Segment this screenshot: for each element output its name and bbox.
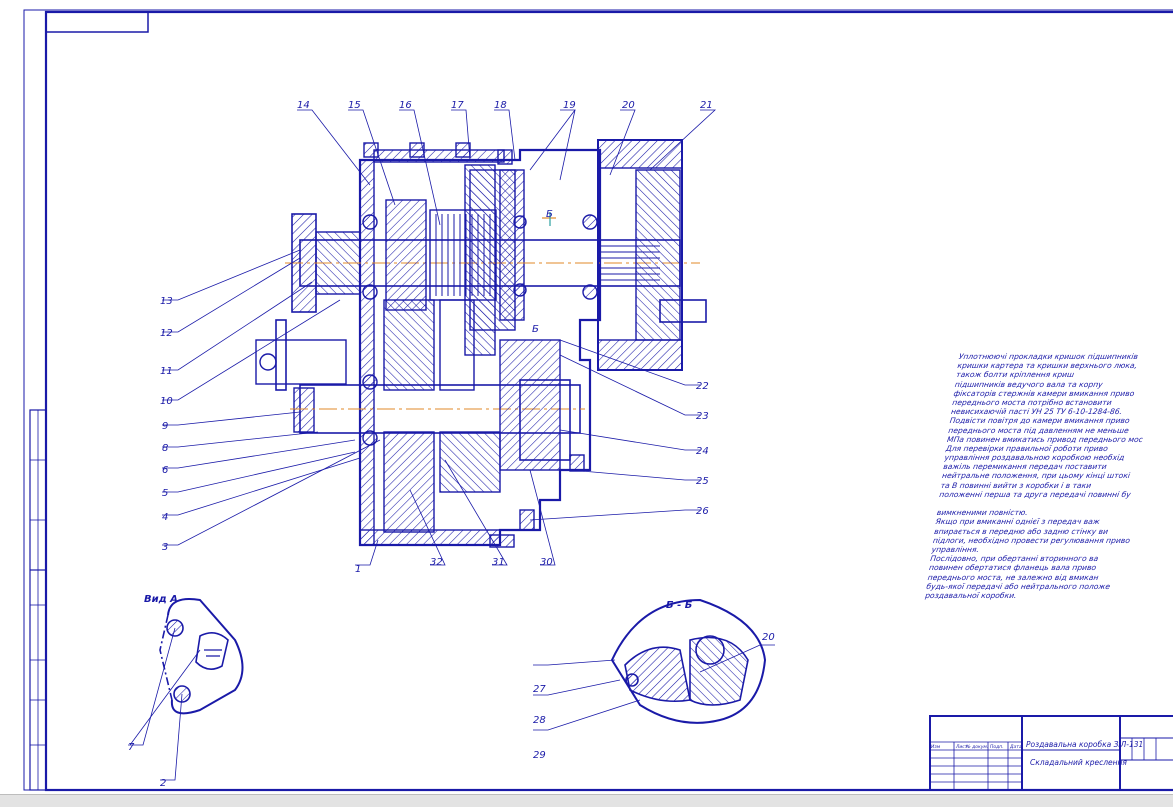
part-label: 21 xyxy=(700,100,713,111)
note-line: невисихаючій пасті УН 25 ТУ 6-10-1284-86… xyxy=(950,407,1123,417)
part-label: 25 xyxy=(696,476,709,487)
part-label: 22 xyxy=(696,381,709,392)
title-block-subtitle: Складальний креслення xyxy=(1030,758,1127,767)
note-line: підлоги, необхідно провести регулювання … xyxy=(932,535,1131,545)
note-line: переднього моста потрібно встановити xyxy=(951,397,1113,407)
part-label: 24 xyxy=(696,446,709,457)
part-label: 8 xyxy=(162,443,168,454)
note-line: нейтральне положення, при цьому кінці шт… xyxy=(941,471,1131,481)
view-label-a: Вид А xyxy=(144,594,178,605)
title-block-col-header: Подп. xyxy=(990,744,1004,750)
section-bb-detail xyxy=(533,598,775,731)
part-label: 23 xyxy=(696,411,709,422)
part-label: 6 xyxy=(162,465,168,476)
part-label: 1 xyxy=(355,564,361,575)
note-line: важіль перемикання передач поставити xyxy=(942,462,1108,472)
note-line: кришки картера та кришки верхнього люка, xyxy=(956,361,1138,371)
view-label-bb: Б - Б xyxy=(666,600,693,611)
part-label: 17 xyxy=(451,100,464,111)
part-number-labels: 1 2 3 4 5 6 6 7 8 9 10 11 12 13 14 15 16… xyxy=(128,100,775,789)
part-label: 19 xyxy=(563,100,576,111)
note-line: підшипників ведучого вала та корпу xyxy=(954,379,1104,389)
note-line: управління роздавальною коробкою необхід xyxy=(943,453,1126,463)
part-label: 29 xyxy=(533,750,546,761)
part-label: 32 xyxy=(430,557,443,568)
part-label: 31 xyxy=(492,557,505,568)
part-label: 20 xyxy=(622,100,635,111)
note-line xyxy=(937,499,1169,508)
note-line: Послідовно, при обертанні вторинного ва xyxy=(929,554,1099,564)
part-label: 30 xyxy=(540,557,553,568)
section-mark-b: Б xyxy=(532,324,539,335)
note-line: Для перевірки правильної роботи приво xyxy=(945,443,1109,453)
part-label: 12 xyxy=(160,328,173,339)
title-block-col-header: Изм xyxy=(931,744,941,750)
part-label: 27 xyxy=(533,684,546,695)
note-line: повинен обертатися фланець вала приво xyxy=(928,563,1097,573)
part-label: 20 xyxy=(762,632,775,643)
leader-lines xyxy=(162,109,717,566)
part-label: 15 xyxy=(348,100,361,111)
title-block-title: Роздавальна коробка ЗІЛ-131 xyxy=(1026,740,1143,749)
note-line: переднього моста під давленням не меньше xyxy=(947,425,1130,435)
note-line: переднього моста, не залежно від вмикан xyxy=(927,572,1100,582)
gearbox-main-section xyxy=(255,139,707,548)
part-label: 16 xyxy=(399,100,412,111)
title-block: Роздавальна коробка ЗІЛ-131 Складальний … xyxy=(929,715,1173,791)
part-label: 28 xyxy=(533,715,546,726)
part-label: 18 xyxy=(494,100,507,111)
part-label: 14 xyxy=(297,100,310,111)
note-line: Подвісти повітря до камери вмикання прив… xyxy=(949,416,1131,426)
bottom-scrollbar[interactable] xyxy=(0,794,1173,807)
sheet-frame xyxy=(23,9,1173,792)
note-line: та В повинні вийти з коробки і в таки xyxy=(940,480,1092,490)
note-line: управління. xyxy=(931,544,980,554)
note-line: фіксаторів стержнів камери вмикання прив… xyxy=(953,388,1136,398)
part-label: 10 xyxy=(160,396,173,407)
part-label: 26 xyxy=(696,506,709,517)
title-block-col-header: Дата xyxy=(1009,744,1022,750)
part-label: 3 xyxy=(162,542,168,553)
part-label: 4 xyxy=(162,512,168,523)
note-line: Якщо при вмиканні однієї з передач важ xyxy=(934,517,1101,527)
note-line: Уплотнюючі прокладки кришок підшипників xyxy=(958,352,1139,361)
note-line: положенні перша та друга передачі повинн… xyxy=(938,489,1132,499)
part-label: 9 xyxy=(162,421,168,432)
note-line: впирається в передню або задню стінку ви xyxy=(933,526,1109,536)
part-label: 7 xyxy=(128,742,135,753)
title-block-col-header: Лист xyxy=(955,744,968,750)
part-label: 13 xyxy=(160,296,173,307)
part-label: 5 xyxy=(162,488,168,499)
note-line: також болти кріплення криш xyxy=(955,370,1075,380)
note-line: МПа повинен вмикатись привод переднього … xyxy=(946,434,1144,444)
title-block-col-header: № докум. xyxy=(965,744,988,750)
note-line: вимкненими повністю. xyxy=(936,508,1029,518)
view-a-detail xyxy=(128,598,244,781)
note-line: роздавальної коробки. xyxy=(924,590,1018,600)
section-mark-b: Б xyxy=(546,209,553,220)
note-line: будь-якої передачі або нейтрального поло… xyxy=(925,581,1111,591)
part-label: 2 xyxy=(160,778,166,789)
part-label: 11 xyxy=(160,366,173,377)
